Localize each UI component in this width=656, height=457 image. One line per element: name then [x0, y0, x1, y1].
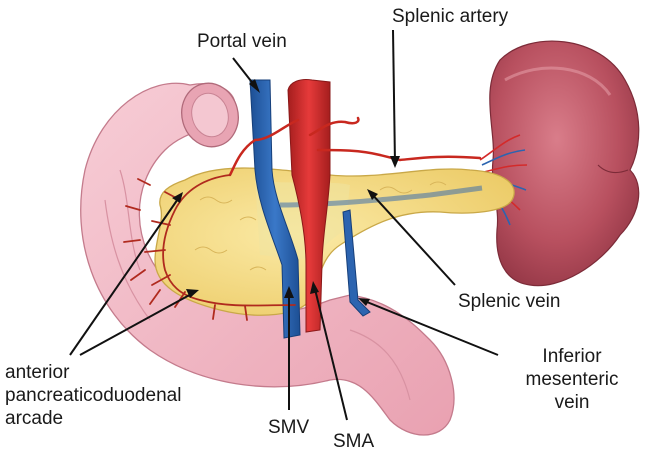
inferior-mesenteric-vein-label: Inferior mesenteric vein — [512, 345, 632, 414]
duodenum — [80, 82, 455, 436]
spleen — [489, 40, 640, 287]
aorta-sma — [287, 79, 331, 333]
splenic-artery-label: Splenic artery — [392, 6, 509, 27]
arcade-leader-lower — [79, 291, 196, 356]
splenic-vein-label: Splenic vein — [458, 291, 561, 312]
imv-arrowhead — [358, 298, 370, 306]
leader-arrowheads — [172, 79, 400, 306]
imv-label-line2: mesenteric — [525, 369, 619, 390]
portal-vein-arrowhead — [249, 79, 260, 93]
sma-arrowhead — [310, 281, 319, 294]
portal-vein-label: Portal vein — [197, 31, 287, 52]
imv-label-line3: vein — [554, 392, 590, 413]
arcade-label: anterior pancreaticoduodenal arcade — [5, 361, 181, 430]
arcade-label-line2: pancreaticoduodenal — [5, 385, 182, 406]
sma-label: SMA — [333, 431, 375, 452]
arcade-label-line1: anterior — [5, 362, 70, 383]
arcade-leader-upper — [69, 195, 181, 356]
sma-leader — [313, 284, 348, 421]
arcade-label-line3: arcade — [5, 408, 64, 429]
splenic-vein-leader — [369, 191, 456, 286]
splenic-artery-arrowhead — [390, 156, 400, 168]
arcade-lower-arrowhead — [186, 289, 199, 298]
arcade-upper-arrowhead — [172, 192, 183, 203]
inferior-mesenteric-vein — [342, 209, 371, 317]
smv-arrowhead — [284, 286, 294, 298]
smv-label: SMV — [268, 417, 310, 438]
arterial-branches — [228, 116, 482, 177]
inferior-mesenteric-vein-leader — [361, 299, 499, 356]
splenic-artery-leader — [392, 29, 396, 165]
imv-label-line1: Inferior — [542, 346, 602, 367]
splenic-vein-arrowhead — [367, 189, 378, 200]
leader-lines — [69, 29, 499, 421]
